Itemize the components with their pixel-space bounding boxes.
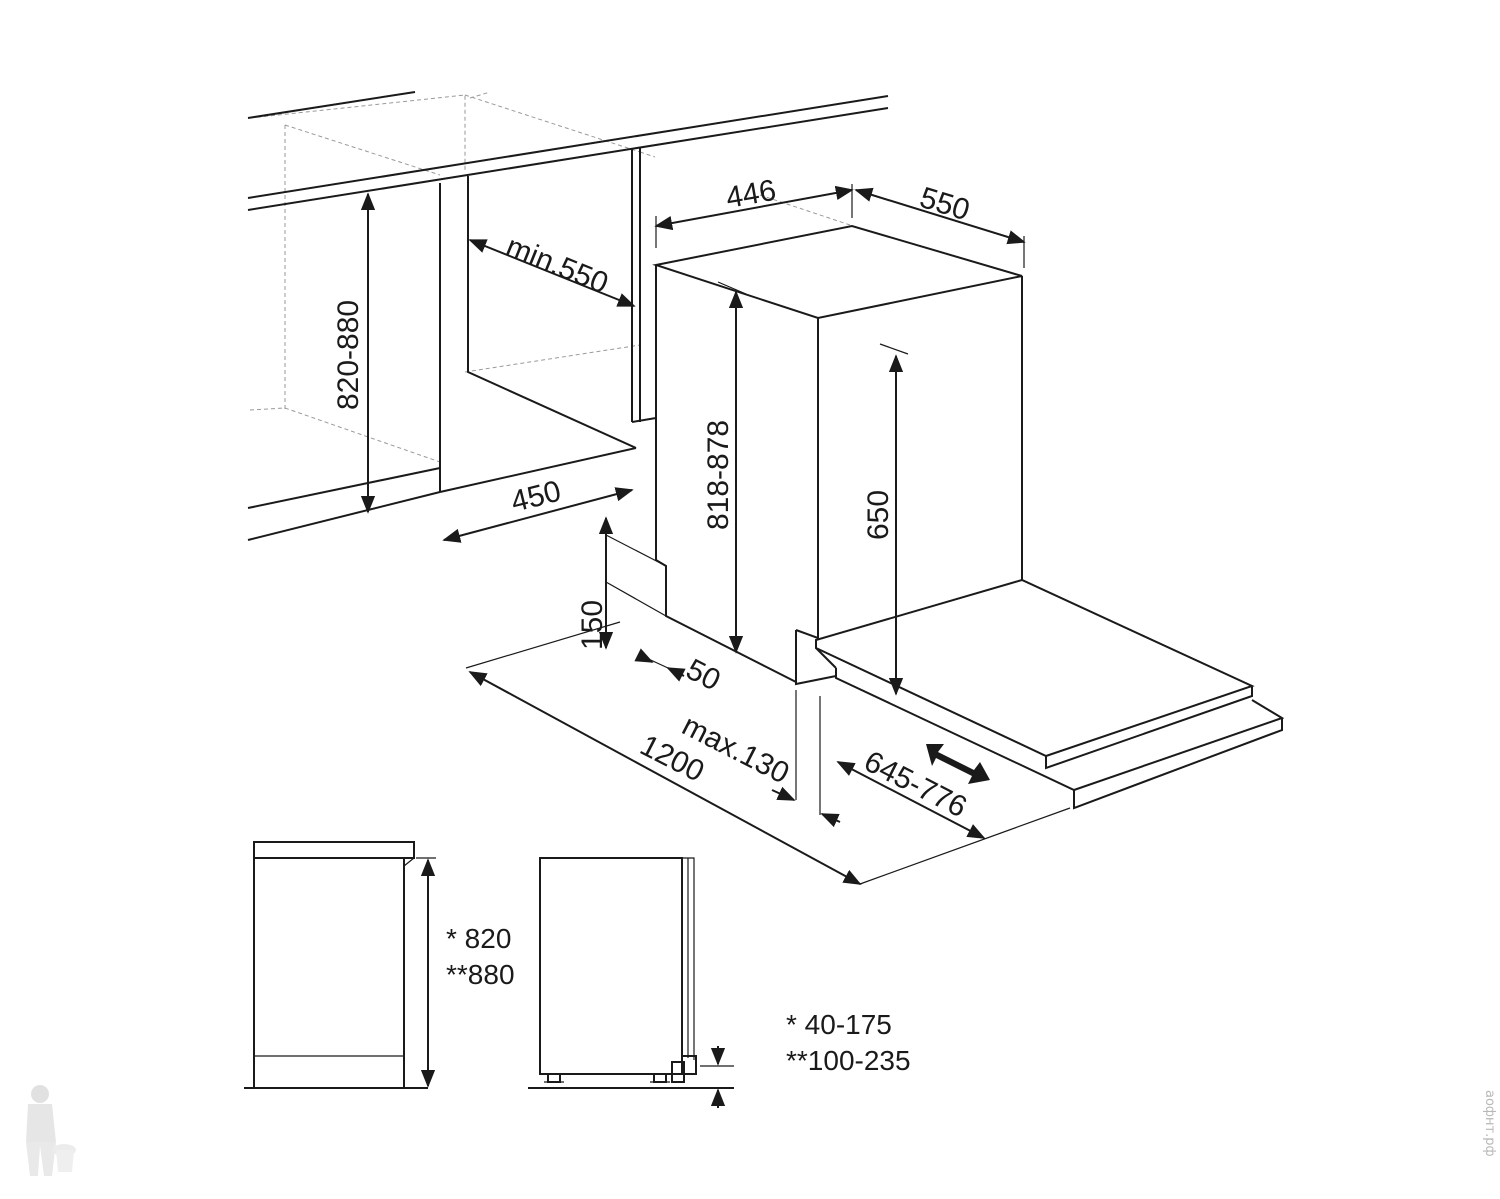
label-645-776: 645-776 — [859, 745, 972, 824]
door-slide-double-arrow-icon — [926, 744, 990, 784]
label-50: 50 — [681, 653, 726, 698]
dim-650-line — [879, 343, 909, 696]
note-100-235: **100-235 — [786, 1045, 911, 1076]
dim-max130-line — [771, 786, 841, 828]
dimension-labels: 446 550 min.550 820-880 818-878 650 450 … — [332, 174, 973, 825]
plumber-mascot-logo — [26, 1085, 76, 1176]
label-min550: min.550 — [501, 230, 612, 301]
dim-645-776-line — [836, 761, 986, 839]
dishwasher-body — [605, 224, 1023, 815]
dim-818-878-line — [717, 281, 747, 654]
label-446: 446 — [723, 174, 778, 215]
note-40-175: * 40-175 — [786, 1009, 892, 1040]
dim-446-line — [654, 184, 854, 248]
side-view-dishwasher — [528, 857, 734, 1108]
label-150: 150 — [576, 600, 609, 650]
label-450: 450 — [508, 475, 565, 519]
niche — [247, 148, 657, 541]
note-880: **880 — [446, 959, 515, 990]
watermark-text: аофнт.рф — [1482, 1090, 1497, 1157]
dishwasher-door — [815, 578, 1285, 810]
label-550: 550 — [916, 181, 974, 227]
dim-450-line — [442, 487, 634, 543]
note-820: * 820 — [446, 923, 511, 954]
worktop — [247, 91, 889, 211]
dim-50-line — [634, 648, 686, 682]
dim-550-line — [854, 187, 1026, 268]
label-650: 650 — [862, 490, 895, 540]
label-818-878: 818-878 — [702, 420, 735, 530]
dim-1200-line — [468, 671, 862, 885]
label-820-880: 820-880 — [332, 300, 365, 410]
side-view-cabinet — [244, 841, 436, 1089]
dim-min550-line — [468, 239, 636, 307]
